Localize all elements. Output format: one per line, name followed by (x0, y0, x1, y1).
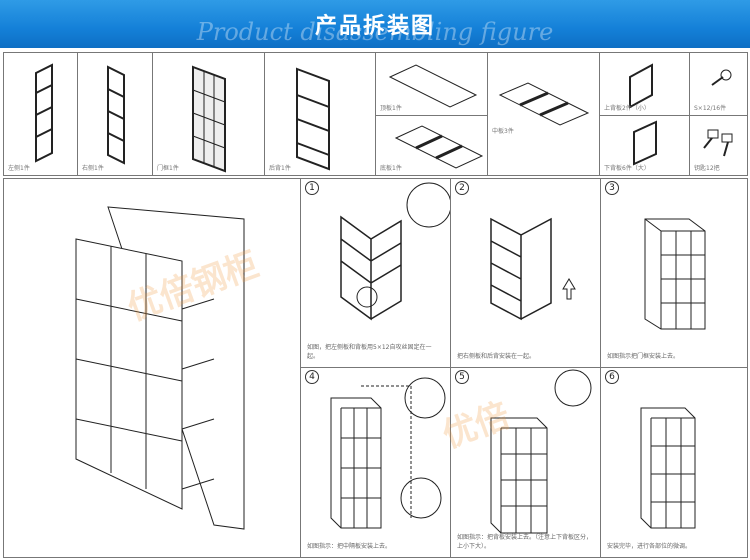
step-4: 4 如图指示：把中隔板安装上去。 (300, 367, 451, 558)
step-5: 优倍 5 如图指示：把背板安装上去。（注意上下背板区分，上小下大）。 (437, 367, 601, 558)
part-upper-back: 上背板2件（小） (599, 52, 690, 116)
part-screws: S×12/16件 (689, 52, 748, 116)
part-bottom-plate: 底板1件 (375, 115, 488, 176)
part-top-plate: 顶板1件 (375, 52, 488, 116)
step-6: 6 安装完毕，进行各部位的微调。 (600, 367, 748, 558)
step-3: 3 如图指示把门框安装上去。 (600, 178, 748, 368)
part-back-panel: 后背1件 (264, 52, 376, 176)
part-lower-back: 下背板6件（大） (599, 115, 690, 176)
part-door-frame: 门框1件 (152, 52, 265, 176)
step-2: 2 把右侧板和后背安装在一起。 (450, 178, 601, 368)
part-middle-plates: 中板3件 (487, 52, 600, 176)
header-banner: Product disassembling figure 产品拆装图 (0, 0, 750, 48)
part-keys: 钥匙12把 (689, 115, 748, 176)
header-subtitle: Product disassembling figure (196, 18, 554, 46)
step-1: 1 如图，把左侧板和背板用5×12自攻丝固定在一起。 (300, 178, 452, 368)
header-title: 产品拆装图 (314, 14, 435, 39)
part-left-side: 左侧1件 (3, 52, 78, 176)
part-right-side: 右侧1件 (77, 52, 153, 176)
exploded-view: 优倍钢柜 (3, 178, 301, 558)
